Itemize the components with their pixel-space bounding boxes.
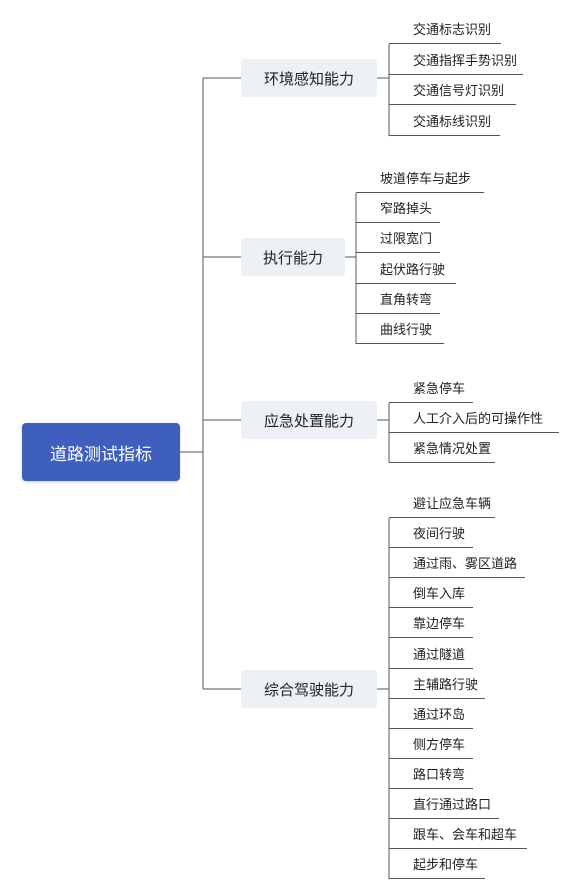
leaf-item: 人工介入后的可操作性 [389, 411, 559, 433]
branch-node: 环境感知能力 [241, 59, 377, 97]
leaf-item: 过限宽门 [356, 231, 440, 254]
branch-node: 应急处置能力 [241, 401, 377, 439]
leaf-item: 夜间行驶 [389, 526, 473, 549]
leaf-item: 紧急情况处置 [389, 441, 495, 463]
leaf-item: 直角转弯 [356, 292, 440, 314]
leaf-item: 通过雨、雾区道路 [389, 556, 525, 579]
leaf-item: 交通标志识别 [389, 22, 501, 44]
leaf-item: 主辅路行驶 [389, 677, 485, 699]
branch-node: 综合驾驶能力 [241, 670, 377, 708]
leaf-item: 避让应急车辆 [389, 496, 495, 518]
leaf-item: 靠边停车 [389, 616, 473, 639]
leaf-item: 直行通过路口 [389, 797, 499, 819]
leaf-item: 曲线行驶 [356, 322, 444, 344]
leaf-item: 交通指挥手势识别 [389, 53, 523, 75]
leaf-item: 通过隧道 [389, 647, 473, 669]
leaf-item: 起伏路行驶 [356, 262, 456, 284]
leaf-item: 侧方停车 [389, 737, 473, 759]
leaf-item: 坡道停车与起步 [356, 171, 484, 193]
leaf-item: 窄路掉头 [356, 201, 440, 224]
root-node: 道路测试指标 [22, 423, 180, 481]
leaf-item: 通过环岛 [389, 707, 473, 729]
leaf-item: 路口转弯 [389, 767, 473, 789]
leaf-item: 倒车入库 [389, 586, 473, 609]
leaf-item: 交通信号灯识别 [389, 83, 516, 106]
leaf-item: 紧急停车 [389, 381, 473, 403]
leaf-item: 跟车、会车和超车 [389, 827, 527, 850]
leaf-item: 起步和停车 [389, 857, 485, 880]
leaf-item: 交通标线识别 [389, 114, 500, 137]
branch-node: 执行能力 [241, 238, 345, 276]
